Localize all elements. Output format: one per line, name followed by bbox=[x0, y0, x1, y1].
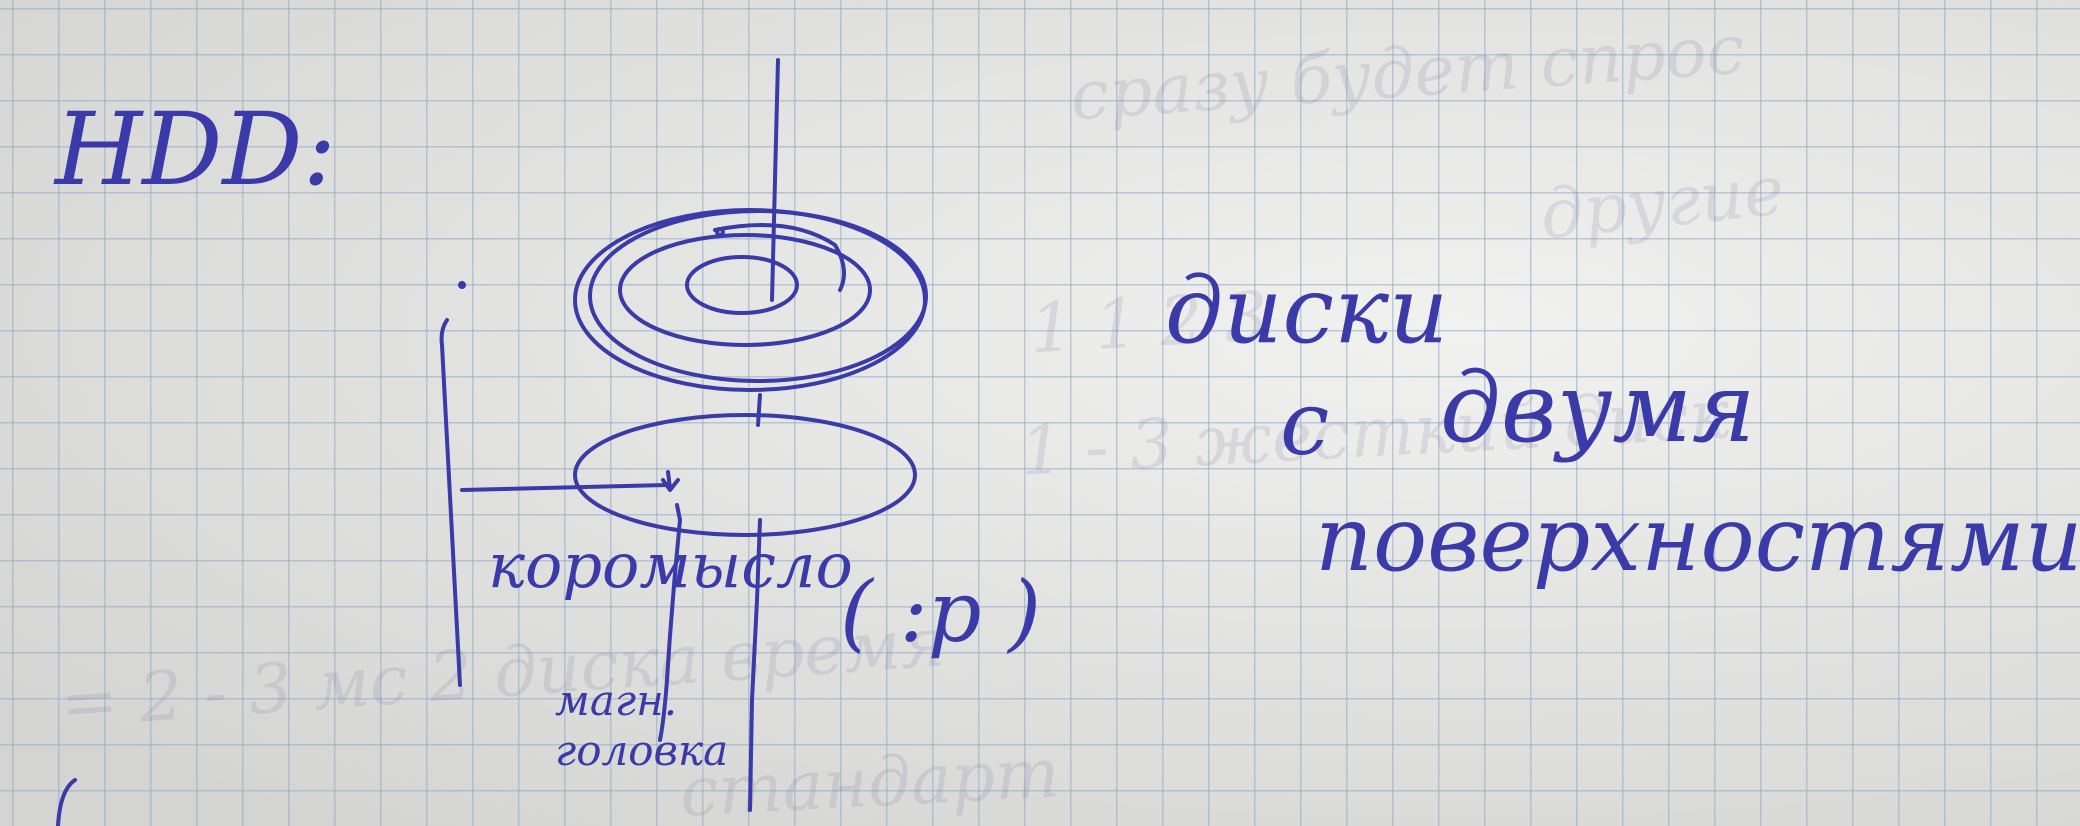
platter-drop-line bbox=[756, 393, 762, 427]
page-edge-stroke bbox=[56, 778, 77, 826]
label-surfaces: поверхностями bbox=[1315, 487, 2080, 592]
label-smile: ( :p ) bbox=[840, 563, 1042, 661]
rocker-arm-beam bbox=[460, 483, 670, 492]
top-platter-middle bbox=[618, 233, 872, 347]
top-platter-scribble bbox=[713, 223, 846, 292]
magnetic-head-mark bbox=[675, 503, 682, 522]
head-label-leader bbox=[658, 518, 682, 742]
label-disks: диски bbox=[1165, 257, 1449, 364]
page-title: HDD: bbox=[55, 91, 337, 208]
spindle-axis bbox=[748, 58, 780, 812]
label-head: головка bbox=[555, 726, 729, 775]
label-rocker: коромысло bbox=[488, 529, 853, 602]
label-two: двумя bbox=[1440, 352, 1756, 464]
bottom-platter bbox=[573, 413, 917, 537]
top-platter-inner bbox=[685, 255, 799, 315]
label-with: с bbox=[1280, 372, 1330, 475]
top-platter-outer-stroke-2 bbox=[588, 209, 928, 383]
pen-dot bbox=[458, 281, 466, 289]
label-magn: магн. bbox=[555, 676, 678, 725]
rocker-arm-frame bbox=[439, 318, 462, 687]
pen-dot bbox=[715, 227, 725, 237]
magnetic-head-pointer bbox=[661, 470, 680, 492]
